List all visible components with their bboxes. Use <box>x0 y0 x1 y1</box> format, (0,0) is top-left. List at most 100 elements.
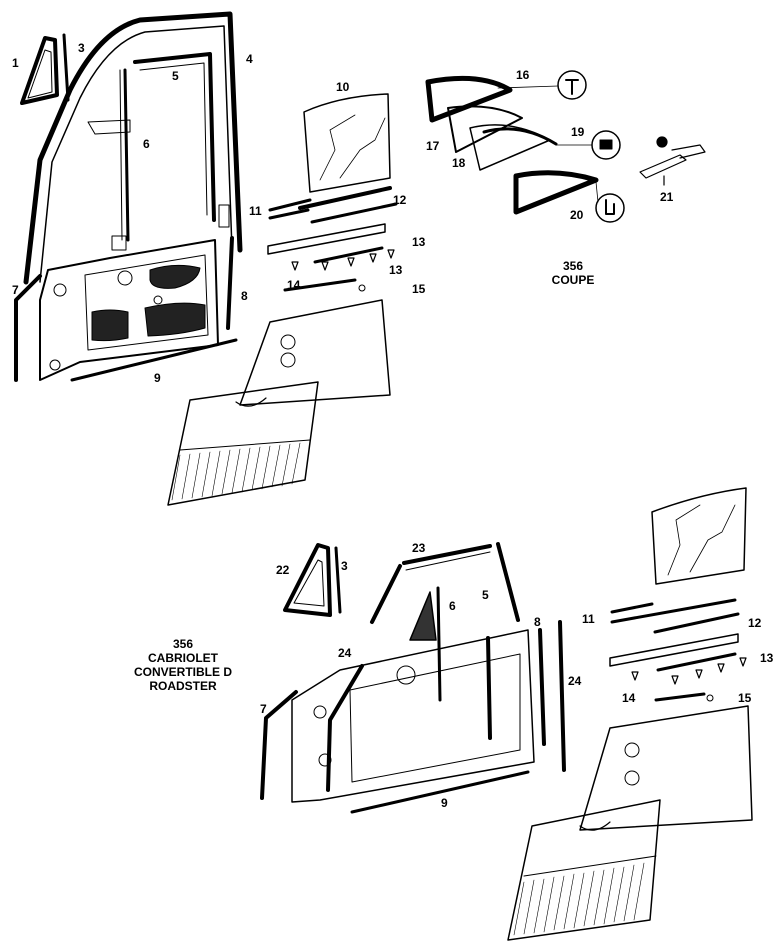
cabriolet-caption-body-2: CONVERTIBLE D <box>133 665 232 679</box>
callout-13a: 13 <box>412 235 426 249</box>
part-22-vent-frame-inner <box>293 559 325 607</box>
part-16-profile-shape <box>565 79 579 95</box>
part-6-vent-glass <box>409 591 437 641</box>
part-14-clips <box>291 249 395 271</box>
part-20-leader <box>595 181 599 203</box>
part-12-strip-cabrio <box>653 612 740 634</box>
part-23-top-seal <box>402 544 492 565</box>
part-24-seal-left <box>326 664 364 792</box>
part-16-quarter-glass <box>425 75 513 123</box>
coupe-trim-panel-handle <box>235 397 267 407</box>
part-15-strip <box>283 278 357 292</box>
callout-5-cabrio: 5 <box>482 588 489 602</box>
coupe-trim-panel-pocket <box>179 439 311 451</box>
part-6-bracket <box>87 119 131 135</box>
part-20-profile-icon <box>595 193 625 223</box>
callout-1: 1 <box>12 56 19 70</box>
callout-11: 11 <box>249 204 262 218</box>
part-16-leader <box>497 85 559 89</box>
part-4-frame-seal <box>23 11 243 285</box>
part-8-seal <box>226 236 234 330</box>
callout-23: 23 <box>412 541 426 555</box>
cabrio-inner-panel-hole-1 <box>624 742 640 758</box>
part-6-foot <box>111 235 127 251</box>
part-8-seal-cabrio <box>538 628 546 746</box>
coupe-trim-panel <box>167 381 319 506</box>
callout-5: 5 <box>172 69 179 83</box>
coupe-caption: 356 COUPE <box>538 259 608 287</box>
callout-22: 22 <box>276 563 290 577</box>
callout-12: 12 <box>393 193 407 207</box>
cabrio-trim-panel <box>507 799 661 941</box>
coupe-door-opening-1 <box>149 264 201 289</box>
part-24-seal-right <box>558 620 566 772</box>
cabrio-door-hole-3 <box>318 753 332 767</box>
cabrio-door-hole-1 <box>396 665 416 685</box>
cabriolet-caption-body-3: ROADSTER <box>149 679 217 693</box>
part-1-vent-frame-inner <box>27 49 53 99</box>
part-15-strip-cabrio <box>654 692 706 702</box>
coupe-inner-panel <box>239 299 391 406</box>
callout-4: 4 <box>246 52 253 66</box>
part-7-seal <box>14 274 42 382</box>
coupe-door-opening-3 <box>91 309 129 342</box>
part-15-clip <box>358 284 366 292</box>
part-9-strip-cabrio <box>350 770 530 814</box>
part-6-vent-post-cabrio <box>436 586 442 702</box>
part-18-quarter-glass <box>469 124 551 171</box>
callout-24-left: 24 <box>338 646 352 660</box>
part-16-profile-icon <box>557 70 587 100</box>
callout-7-cabrio: 7 <box>260 702 267 716</box>
callout-15-cabrio: 15 <box>738 691 752 705</box>
part-11-strip-cabrio-b <box>610 598 737 624</box>
part-3-seal <box>62 33 70 102</box>
part-11-strip-b <box>268 208 310 220</box>
part-23-vertical-seal <box>370 564 402 624</box>
cabrio-trim-panel-handle <box>579 821 611 831</box>
part-13-rail-b <box>313 246 384 264</box>
part-23-right-seal <box>496 542 520 622</box>
part-19-profile-shape <box>599 139 613 150</box>
cabriolet-caption-model: 356 <box>172 637 194 651</box>
callout-14-cabrio: 14 <box>622 691 636 705</box>
callout-15: 15 <box>412 282 426 296</box>
part-10-glass-crack <box>319 114 386 181</box>
part-13-rail-cabrio-b <box>656 652 737 672</box>
part-12-strip-b <box>310 202 398 224</box>
cabrio-trim-panel-pocket <box>523 855 657 877</box>
callout-17: 17 <box>426 139 440 153</box>
coupe-door-opening-2 <box>144 302 206 337</box>
cabrio-glass-crack <box>667 504 736 576</box>
coupe-inner-panel-hole-2 <box>280 352 296 368</box>
cabrio-trim-panel-pleats <box>513 862 645 936</box>
coupe-door-hole-1 <box>117 270 133 286</box>
coupe-door-hole-3 <box>53 283 67 297</box>
callout-3: 3 <box>78 41 85 55</box>
callout-13b: 13 <box>389 263 403 277</box>
part-17-quarter-frame <box>447 105 523 153</box>
part-10-door-glass <box>303 93 391 193</box>
part-21-latch <box>639 136 706 186</box>
cabrio-inner-panel <box>579 705 753 831</box>
part-3-seal-cabrio <box>334 546 342 614</box>
coupe-door-assembly <box>14 11 706 506</box>
part-19-seal <box>482 127 558 146</box>
callout-6: 6 <box>143 137 150 151</box>
coupe-caption-body: COUPE <box>551 273 595 287</box>
cabriolet-caption: 356 CABRIOLET CONVERTIBLE D ROADSTER <box>118 637 248 693</box>
part-9-strip <box>70 338 238 382</box>
coupe-door-shell <box>39 239 219 381</box>
callout-11-cabrio: 11 <box>582 612 595 626</box>
callout-3-cabrio: 3 <box>341 559 348 573</box>
cabrio-door-hole-2 <box>313 705 327 719</box>
part-11-strip-a <box>268 198 312 212</box>
coupe-inner-panel-hole-1 <box>280 334 296 350</box>
part-5-channel <box>133 52 216 222</box>
part-13-rail-cabrio <box>609 633 739 667</box>
part-5-channel-cabrio <box>486 636 492 740</box>
coupe-door-inner-panel <box>84 254 209 351</box>
callout-19: 19 <box>571 125 585 139</box>
part-23-top-seal-inner <box>405 551 491 571</box>
cabrio-inner-panel-hole-2 <box>624 770 640 786</box>
callout-24-right: 24 <box>568 674 582 688</box>
